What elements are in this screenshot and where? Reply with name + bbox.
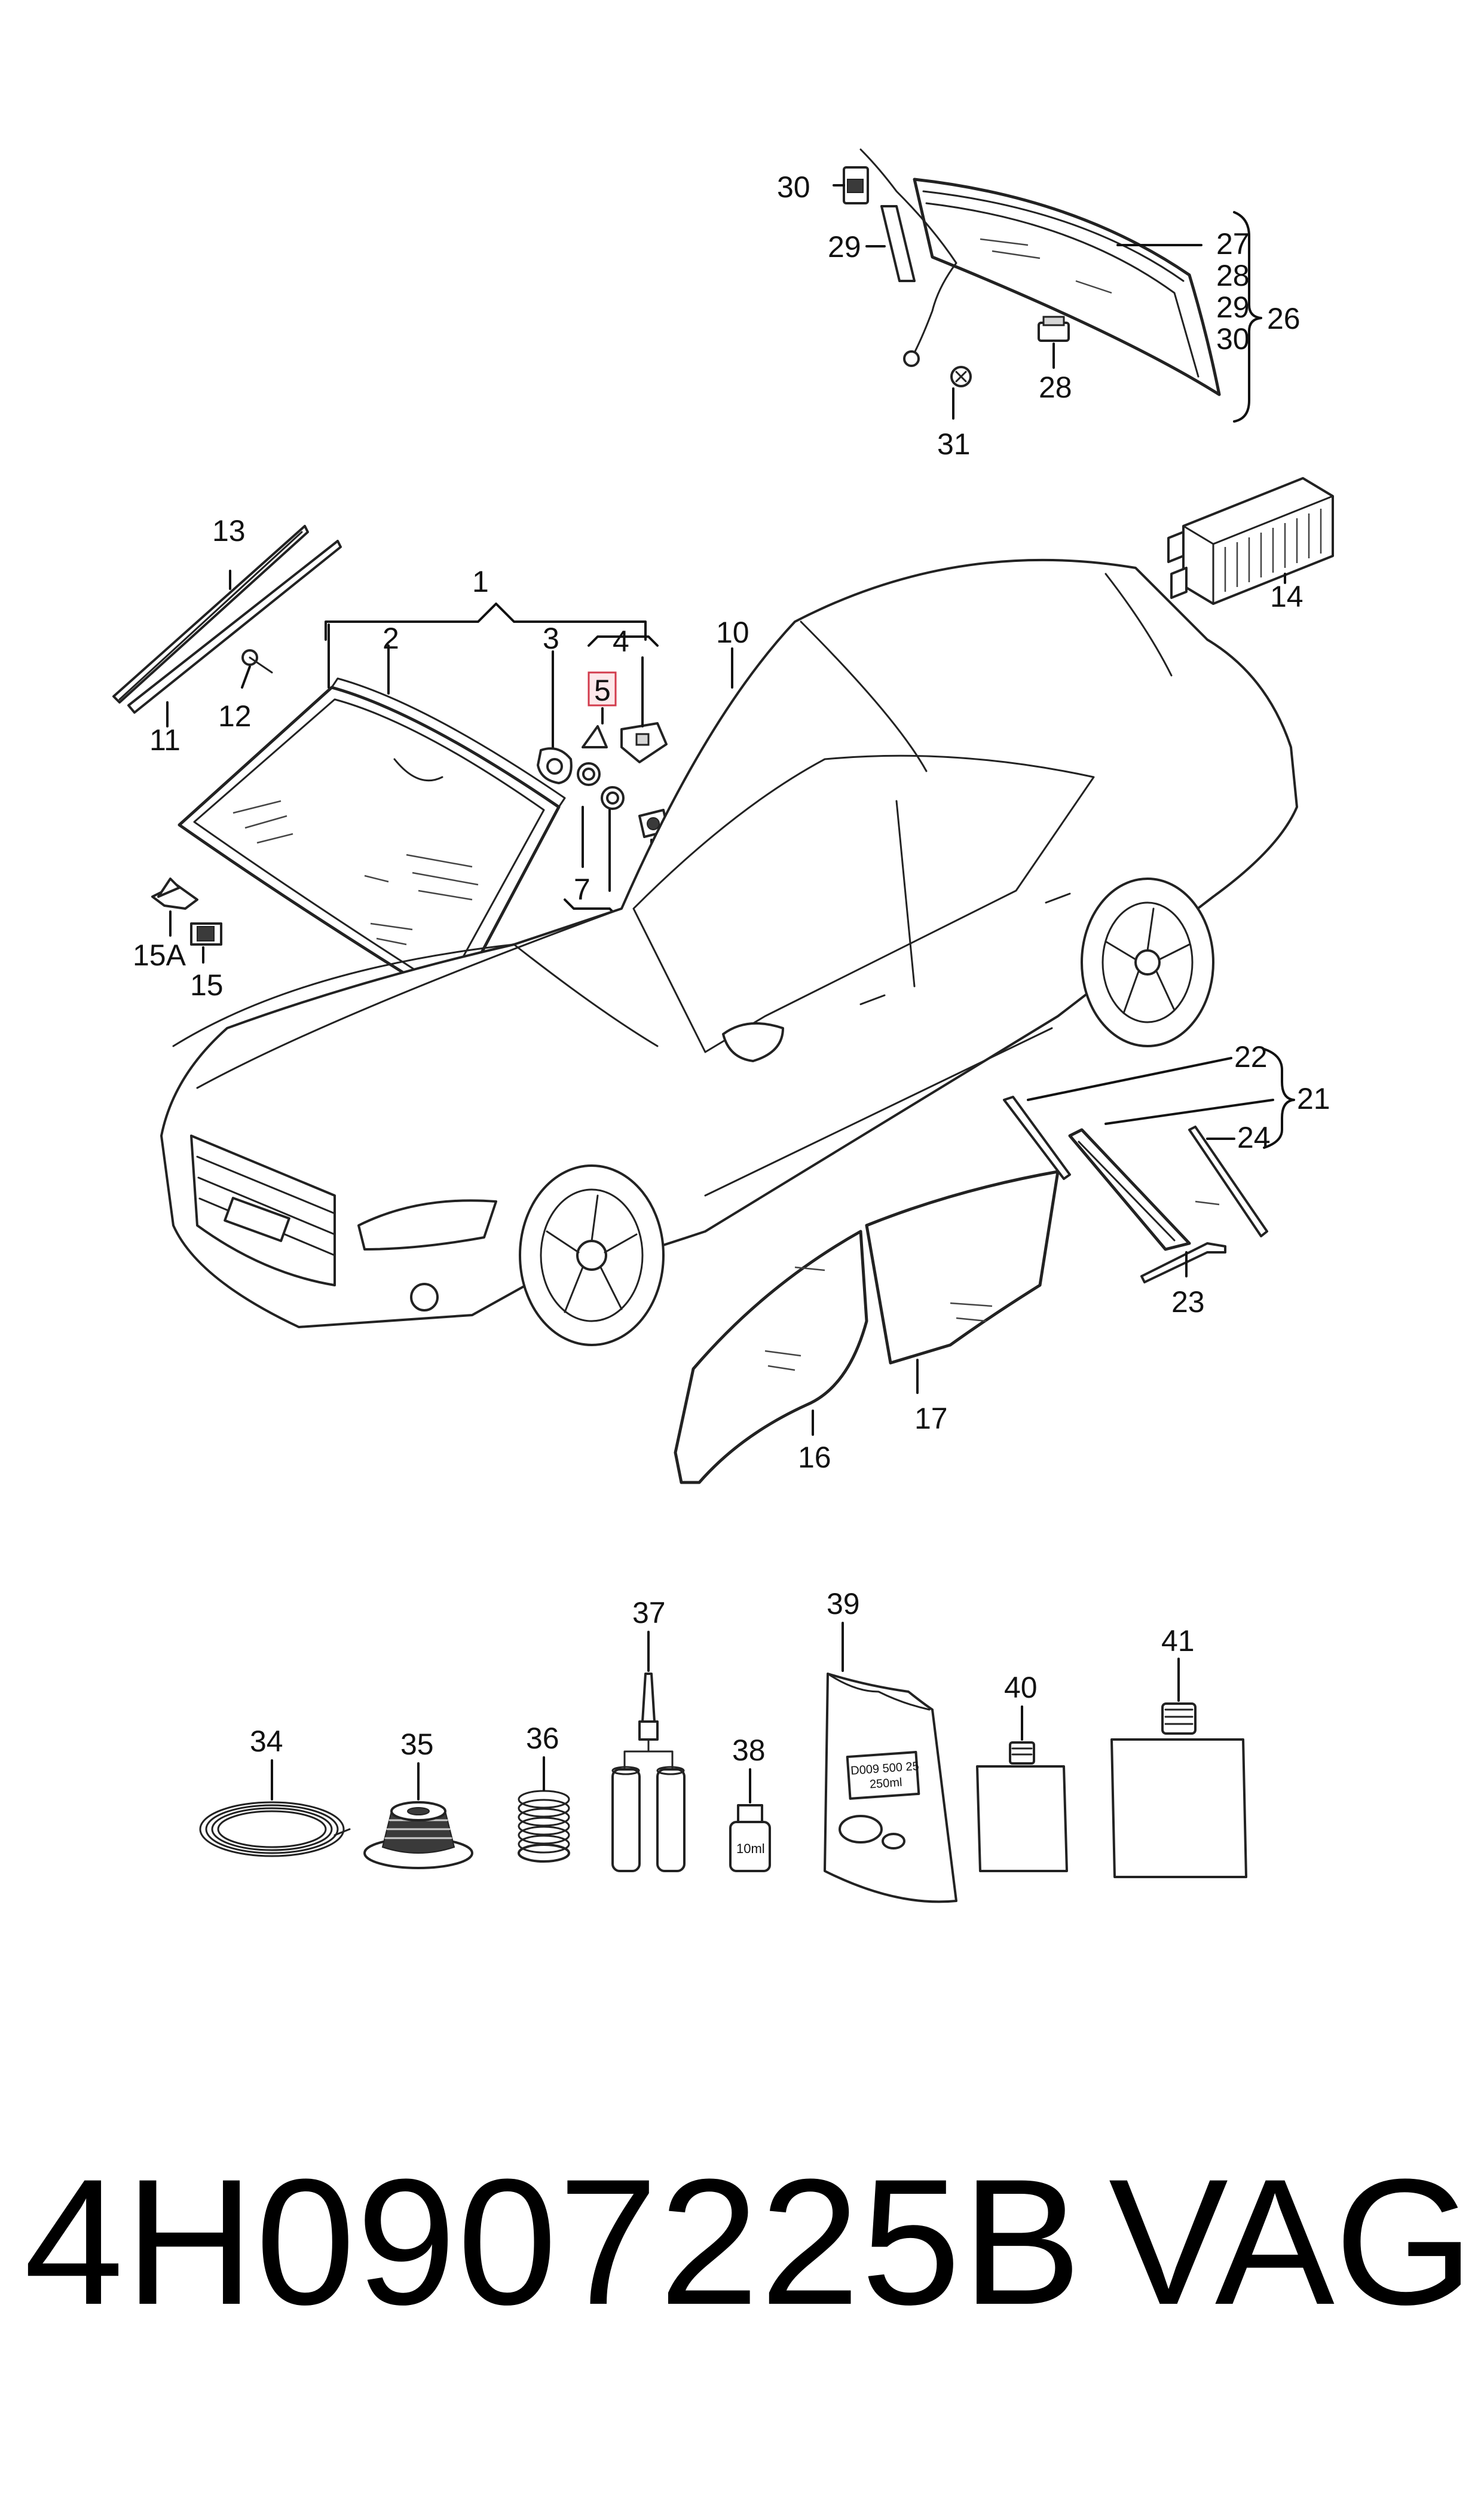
callout-27: 27 bbox=[1216, 227, 1250, 261]
callout-22: 22 bbox=[1234, 1040, 1268, 1074]
callout-23: 23 bbox=[1171, 1285, 1205, 1319]
part-number: 4H0907225B bbox=[24, 2141, 1083, 2342]
windscreen bbox=[178, 603, 647, 1006]
bottle-38-label: 10ml bbox=[736, 1841, 765, 1856]
callout-26: 26 bbox=[1267, 302, 1301, 335]
callout-36: 36 bbox=[526, 1722, 559, 1755]
callout-13: 13 bbox=[212, 514, 246, 548]
cutting-wire-spool bbox=[363, 1762, 473, 1869]
callout-1: 1 bbox=[472, 565, 489, 598]
callout-29: 29 bbox=[1216, 291, 1250, 324]
windscreen-trim-strips bbox=[112, 525, 342, 727]
callout-29: 29 bbox=[828, 230, 861, 264]
control-unit bbox=[1167, 477, 1334, 605]
callout-34: 34 bbox=[250, 1725, 283, 1758]
callout-7: 7 bbox=[574, 873, 590, 906]
callout-15a: 15A bbox=[133, 938, 186, 972]
callout-35: 35 bbox=[400, 1728, 434, 1761]
callout-31: 31 bbox=[937, 427, 971, 461]
sealing-bead-coil bbox=[199, 1759, 351, 1857]
callout-28: 28 bbox=[1216, 259, 1250, 292]
callout-12: 12 bbox=[218, 699, 252, 733]
primer-bottle-small: 10ml bbox=[729, 1768, 771, 1872]
callout-30: 30 bbox=[1216, 322, 1250, 356]
callout-37: 37 bbox=[632, 1596, 666, 1630]
callout-10: 10 bbox=[716, 616, 749, 649]
callout-3: 3 bbox=[543, 622, 559, 655]
sensor-parts bbox=[537, 635, 674, 919]
callout-14: 14 bbox=[1270, 580, 1304, 613]
callout-4: 4 bbox=[613, 625, 629, 658]
adhesive-cartridge bbox=[611, 1631, 686, 1872]
spacer-coil bbox=[518, 1756, 570, 1863]
callout-39: 39 bbox=[827, 1587, 860, 1621]
callout-40: 40 bbox=[1004, 1671, 1038, 1704]
bag-39-label-line2: 250ml bbox=[869, 1776, 902, 1792]
callout-2: 2 bbox=[383, 622, 399, 655]
callout-24: 24 bbox=[1237, 1121, 1271, 1154]
brand-name: VAG bbox=[1109, 2141, 1474, 2342]
door-windows bbox=[674, 1170, 1220, 1484]
car-body bbox=[160, 558, 1298, 1346]
callout-15: 15 bbox=[190, 968, 224, 1002]
primer-bottle bbox=[976, 1705, 1068, 1872]
callout-5: 5 bbox=[594, 674, 611, 707]
clips bbox=[151, 878, 222, 964]
quarter-window-parts bbox=[1003, 1048, 1295, 1283]
callout-21: 21 bbox=[1297, 1082, 1330, 1115]
callout-30: 30 bbox=[777, 170, 810, 204]
callout-11: 11 bbox=[149, 723, 180, 757]
callout-28: 28 bbox=[1039, 371, 1072, 404]
callout-38: 38 bbox=[732, 1734, 766, 1767]
adhesive-bag: D009 500 25 250ml bbox=[824, 1622, 957, 1903]
callout-17: 17 bbox=[914, 1402, 948, 1435]
rear-window-assembly bbox=[833, 148, 1262, 423]
cleaner-bottle bbox=[1110, 1658, 1247, 1878]
callout-41: 41 bbox=[1161, 1624, 1195, 1658]
callout-16: 16 bbox=[798, 1441, 831, 1474]
